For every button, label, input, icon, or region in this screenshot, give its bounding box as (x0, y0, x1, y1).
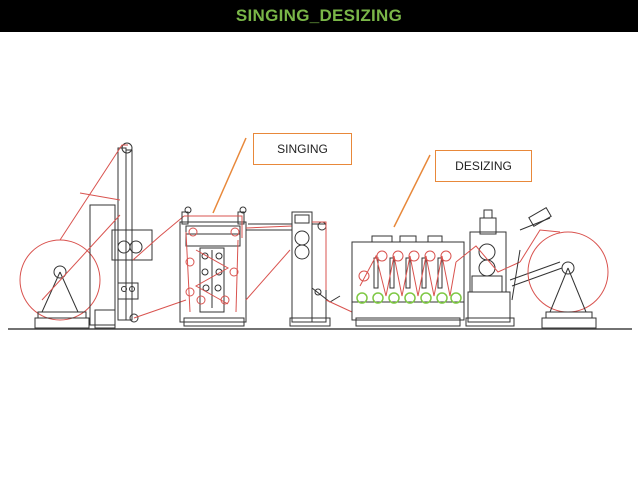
desizing-fabric-path (358, 250, 457, 297)
padder-unit (465, 209, 515, 327)
fabric-path-entry (41, 144, 187, 319)
page-title: SINGING_DESIZING (235, 6, 403, 25)
quench-unit (289, 211, 341, 327)
batch-roll (519, 229, 609, 313)
singing-machine (179, 206, 247, 327)
quench-fabric (312, 221, 353, 313)
singing-leader-line (212, 137, 247, 214)
desizing-leader-line (393, 154, 431, 228)
entry-tower (89, 142, 153, 329)
desizing-label: DESIZING (455, 159, 512, 173)
singing-callout: SINGING (253, 133, 352, 165)
singing-label: SINGING (277, 142, 328, 156)
winder-arm (509, 206, 563, 301)
bridge-frame (246, 223, 292, 231)
padder-fabric (455, 245, 521, 273)
singing-fabric-path (184, 215, 243, 313)
bridge-fabric (245, 225, 293, 301)
washing-rollers (356, 292, 462, 304)
title-bar: SINGING_DESIZING (0, 0, 638, 32)
desizing-callout: DESIZING (435, 150, 532, 182)
batch-stand (541, 267, 597, 329)
unwind-stand (34, 271, 90, 329)
